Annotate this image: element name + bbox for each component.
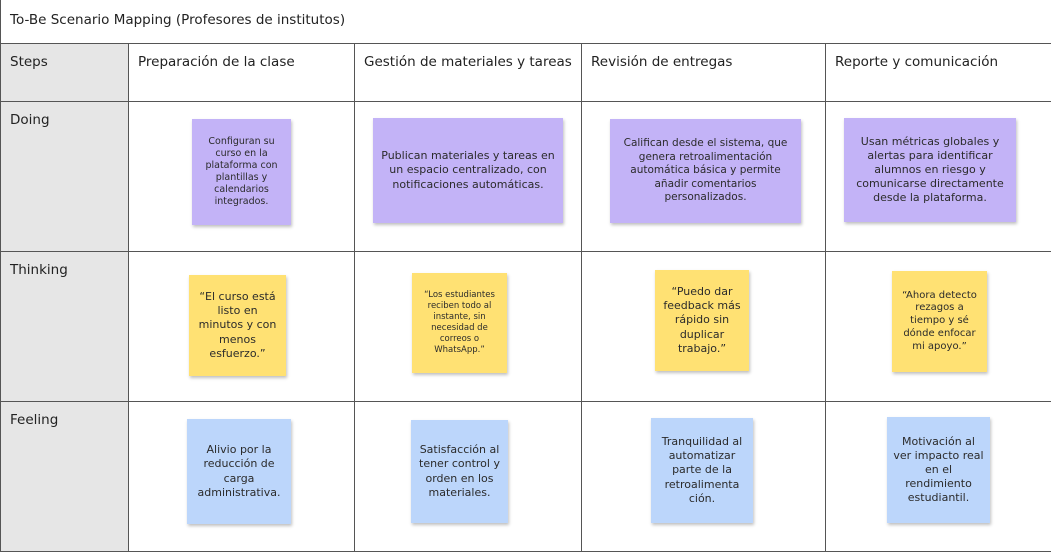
doing-cell: Configuran su curso en la plataforma con… [129,102,355,252]
steps-label-cell: Steps [0,44,129,102]
column-header-preparacion: Preparación de la clase [138,54,295,70]
sticky-note-thinking-4[interactable]: “Ahora detecto rezagos a tiempo y sé dón… [892,271,987,372]
feeling-cell: Satisfacción al tener control y orden en… [355,402,582,552]
scenario-grid: Steps Preparación de la clase Gestión de… [0,44,1051,552]
sticky-note-doing-4[interactable]: Usan métricas globales y alertas para id… [844,118,1016,222]
column-header-cell: Reporte y comunicación [826,44,1051,102]
column-header-revision: Revisión de entregas [591,54,733,70]
sticky-note-thinking-2[interactable]: “Los estudiantes reciben todo al instant… [412,273,507,373]
column-header-gestion: Gestión de materiales y tareas [364,54,572,70]
feeling-cell: Alivio por la reducción de carga adminis… [129,402,355,552]
doing-cell: Publican materiales y tareas en un espac… [355,102,582,252]
sticky-note-feeling-1[interactable]: Alivio por la reducción de carga adminis… [187,419,291,524]
sticky-note-feeling-3[interactable]: Tranquilidad al automatizar parte de la … [651,418,753,523]
row-label-cell-thinking: Thinking [0,252,129,402]
doing-cell: Usan métricas globales y alertas para id… [826,102,1051,252]
sticky-note-feeling-4[interactable]: Motivación al ver impacto real en el ren… [887,417,990,523]
feeling-cell: Motivación al ver impacto real en el ren… [826,402,1051,552]
column-header-reporte: Reporte y comunicación [835,54,999,70]
sticky-note-doing-2[interactable]: Publican materiales y tareas en un espac… [373,118,563,223]
column-header-cell: Preparación de la clase [129,44,355,102]
feeling-cell: Tranquilidad al automatizar parte de la … [582,402,826,552]
thinking-cell: “Puedo dar feedback más rápido sin dupli… [582,252,826,402]
thinking-cell: “El curso está listo en minutos y con me… [129,252,355,402]
column-header-cell: Gestión de materiales y tareas [355,44,582,102]
row-label-cell-doing: Doing [0,102,129,252]
sticky-note-thinking-3[interactable]: “Puedo dar feedback más rápido sin dupli… [655,270,749,371]
sticky-note-doing-1[interactable]: Configuran su curso en la plataforma con… [192,119,291,225]
steps-label: Steps [10,54,48,70]
thinking-cell: “Los estudiantes reciben todo al instant… [355,252,582,402]
row-label-doing: Doing [10,112,50,128]
thinking-cell: “Ahora detecto rezagos a tiempo y sé dón… [826,252,1051,402]
column-header-cell: Revisión de entregas [582,44,826,102]
sticky-note-thinking-1[interactable]: “El curso está listo en minutos y con me… [189,275,286,376]
row-label-thinking: Thinking [10,262,68,278]
board-title: To-Be Scenario Mapping (Profesores de in… [0,0,1051,44]
row-label-cell-feeling: Feeling [0,402,129,552]
sticky-note-feeling-2[interactable]: Satisfacción al tener control y orden en… [411,420,508,523]
doing-cell: Califican desde el sistema, que genera r… [582,102,826,252]
row-label-feeling: Feeling [10,412,59,428]
sticky-note-doing-3[interactable]: Califican desde el sistema, que genera r… [610,119,801,223]
